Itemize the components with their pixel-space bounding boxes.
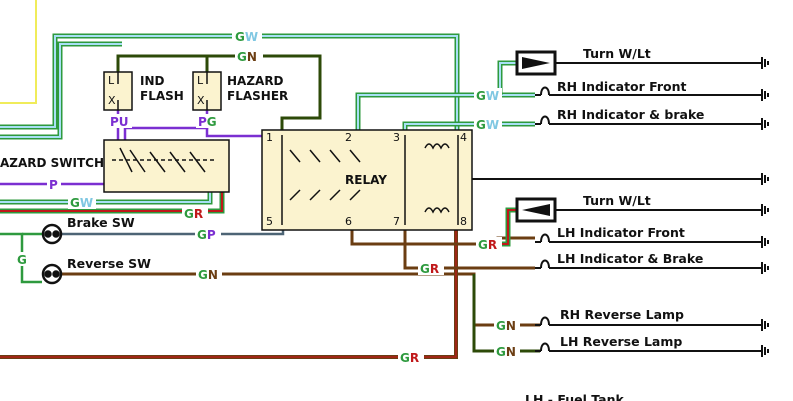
relay-pin-3: 3 — [393, 131, 400, 144]
earth-symbols — [761, 57, 769, 357]
earth-lines — [460, 62, 762, 352]
relay: RELAY 1 2 3 4 5 6 7 8 — [261, 129, 473, 231]
wire-labels: GW GN PU PG P GW GR GP G GN GR GW GW GR … — [16, 29, 520, 365]
svg-text:X: X — [108, 94, 116, 107]
svg-text:GR: GR — [400, 351, 419, 365]
hazard-switch — [103, 139, 230, 193]
relay-pin-5: 5 — [266, 215, 273, 228]
svg-text:GR: GR — [478, 238, 497, 252]
relay-pin-2: 2 — [345, 131, 352, 144]
relay-pin-6: 6 — [345, 215, 352, 228]
fuel-tank-label: LH - Fuel Tank — [525, 392, 624, 401]
wire-gr-right — [498, 207, 517, 247]
hazard-flasher-unit: L X — [192, 71, 222, 111]
svg-text:PU: PU — [110, 115, 129, 129]
relay-pin-8: 8 — [460, 215, 467, 228]
svg-text:L: L — [108, 74, 115, 87]
svg-text:GN: GN — [237, 50, 257, 64]
lh-brake-label: LH Indicator & Brake — [557, 251, 703, 266]
ind-flash-label-2: FLASH — [140, 89, 184, 103]
reverse-switch-symbol — [41, 263, 63, 285]
svg-text:GN: GN — [198, 268, 218, 282]
lamp-symbols — [535, 86, 555, 352]
wire-gr-bottom — [0, 218, 458, 359]
wire-gw-second — [0, 41, 122, 140]
relay-label: RELAY — [345, 173, 387, 187]
hazard-flasher-label-1: HAZARD — [227, 74, 284, 88]
svg-text:GN: GN — [496, 345, 516, 359]
svg-text:GW: GW — [235, 30, 258, 44]
svg-text:P: P — [49, 178, 58, 192]
svg-text:GR: GR — [184, 207, 203, 221]
svg-text:GR: GR — [420, 262, 439, 276]
hazard-flasher-label-2: FLASHER — [227, 89, 288, 103]
ind-flash-unit: L X — [103, 71, 133, 111]
lh-turn-label: Turn W/Lt — [583, 193, 651, 208]
wire-gw-right1 — [355, 92, 500, 135]
relay-pin-4: 4 — [460, 131, 467, 144]
yellow-wire — [0, 0, 37, 104]
wire-gw-top — [0, 33, 460, 130]
load-labels: Turn W/Lt RH Indicator Front RH Indicato… — [525, 46, 704, 401]
lh-turn-warning-light — [515, 197, 557, 223]
rh-reverse-label: RH Reverse Lamp — [560, 307, 684, 322]
lh-front-label: LH Indicator Front — [557, 225, 685, 240]
svg-text:GW: GW — [476, 118, 499, 132]
svg-text:X: X — [197, 94, 205, 107]
rh-turn-warning-light — [515, 50, 557, 76]
wire-gn-top — [116, 54, 322, 135]
reverse-switch-label: Reverse SW — [67, 256, 151, 271]
svg-text:GW: GW — [476, 89, 499, 103]
hazard-switch-label: AZARD SWITCH — [0, 156, 104, 170]
wire-gn-reverse — [62, 272, 540, 327]
rh-brake-label: RH Indicator & brake — [557, 107, 704, 122]
relay-pin-7: 7 — [393, 215, 400, 228]
ind-flash-label-1: IND — [140, 74, 165, 88]
svg-text:G: G — [17, 253, 27, 267]
brake-switch-label: Brake SW — [67, 215, 135, 230]
svg-text:L: L — [197, 74, 204, 87]
lh-reverse-label: LH Reverse Lamp — [560, 334, 682, 349]
rh-front-label: RH Indicator Front — [557, 79, 687, 94]
brake-switch-symbol — [41, 223, 63, 245]
svg-text:PG: PG — [198, 115, 217, 129]
svg-text:GW: GW — [70, 196, 93, 210]
rh-turn-label: Turn W/Lt — [583, 46, 651, 61]
relay-pin-1: 1 — [266, 131, 273, 144]
svg-text:GP: GP — [197, 228, 216, 242]
svg-text:GN: GN — [496, 319, 516, 333]
